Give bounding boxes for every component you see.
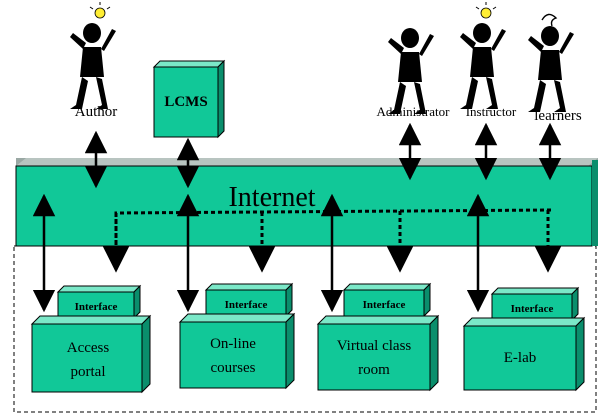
online-courses-label-line1: On-line [210, 336, 256, 352]
elab-label: E-lab [504, 350, 536, 366]
access-portal-label-line1: Access [67, 340, 110, 356]
interface-label-virtual-class: Interface [363, 299, 406, 311]
author-icon [70, 2, 116, 109]
administrator-icon [388, 28, 434, 114]
administrator-label: Administrator [377, 104, 451, 119]
instructor-label: Instructor [466, 104, 517, 119]
author-label: Author [75, 104, 118, 120]
learners-label: learners [534, 108, 582, 124]
lcms-label: LCMS [164, 94, 207, 110]
interface-label-elab: Interface [511, 303, 554, 315]
online-courses-module: Interface On-line courses [178, 282, 296, 390]
virtual-class-room-module: Interface Virtual class room [316, 282, 440, 392]
virtual-class-label-line2: room [358, 362, 390, 378]
access-portal-module: Interface Access portal [30, 284, 152, 394]
learners-icon [528, 13, 574, 112]
instructor-icon [460, 2, 506, 109]
virtual-class-label-line1: Virtual class [337, 338, 412, 354]
online-courses-label-line2: courses [211, 360, 256, 376]
interface-label-access-portal: Interface [75, 301, 118, 313]
lcms-server-box: LCMS [152, 59, 226, 139]
internet-band: Internet [15, 158, 598, 247]
access-portal-label-line2: portal [71, 364, 106, 380]
elab-module: Interface E-lab [462, 286, 586, 392]
internet-label: Internet [228, 182, 315, 213]
interface-label-online-courses: Interface [225, 299, 268, 311]
